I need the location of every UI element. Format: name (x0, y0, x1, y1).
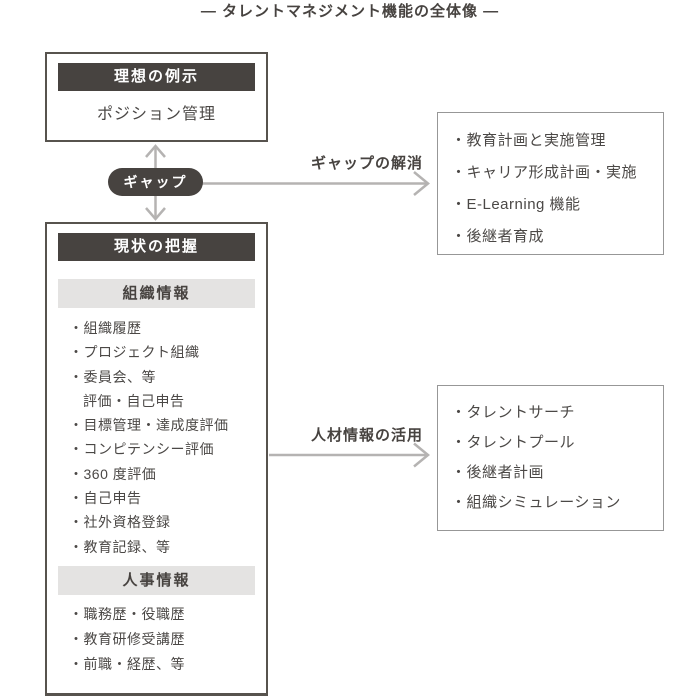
list-item: ・職務歴・役職歴 (69, 605, 185, 622)
gap-resolution-list: ・教育計画と実施管理 ・キャリア形成計画・実施 ・E-Learning 機能 ・… (438, 125, 663, 253)
list-item: ・目標管理・達成度評価 (69, 417, 229, 434)
list-item: ・社外資格登録 (69, 514, 171, 531)
list-item: ・組織履歴 (69, 320, 142, 336)
list-item: ・自己申告 (69, 490, 142, 507)
list-item: ・委員会、等 (69, 368, 156, 385)
utilization-arrow (269, 442, 430, 468)
hr-info-header: 人事情報 (58, 565, 255, 595)
list-item: ・コンピテンシー評価 (69, 441, 214, 458)
list-item: 評価・自己申告 (83, 392, 185, 409)
list-item: ・タレントプール (451, 434, 576, 451)
list-item: ・後継者計画 (451, 464, 545, 481)
list-item: ・教育記録、等 (69, 538, 171, 555)
diagram-title: — タレントマネジメント機能の全体像 — (200, 3, 500, 20)
list-item: ・プロジェクト組織 (69, 344, 200, 361)
org-info-header: 組織情報 (58, 279, 255, 308)
list-item: ・教育研修受講歴 (69, 630, 185, 647)
gap-resolution-arrow (200, 171, 430, 196)
list-item: ・前職・経歴、等 (69, 655, 185, 672)
ideal-box-item: ポジション管理 (96, 106, 216, 123)
current-state-header: 現状の把握 (58, 233, 255, 261)
utilization-arrow-label: 人材情報の活用 (310, 427, 423, 444)
list-item: ・後継者育成 (451, 228, 545, 245)
list-item: ・360 度評価 (69, 465, 157, 482)
utilization-list: ・タレントサーチ ・タレントプール ・後継者計画 ・組織シミュレーション (438, 398, 663, 518)
list-item: ・組織シミュレーション (451, 494, 621, 511)
ideal-box: 理想の例示 ポジション管理 (45, 52, 268, 142)
ideal-box-header: 理想の例示 (58, 63, 255, 91)
list-item: ・タレントサーチ (451, 404, 576, 421)
current-state-box: 現状の把握 組織情報 ・組織履歴 ・プロジェクト組織 ・委員会、等 評価・自己申… (45, 222, 268, 696)
org-info-list: ・組織履歴 ・プロジェクト組織 ・委員会、等 評価・自己申告 ・目標管理・達成度… (47, 316, 266, 559)
list-item: ・教育計画と実施管理 (451, 132, 607, 149)
gap-resolution-arrow-label: ギャップの解消 (310, 155, 423, 172)
gap-resolution-box: ・教育計画と実施管理 ・キャリア形成計画・実施 ・E-Learning 機能 ・… (437, 112, 664, 255)
list-item: ・キャリア形成計画・実施 (451, 164, 638, 181)
utilization-box: ・タレントサーチ ・タレントプール ・後継者計画 ・組織シミュレーション (437, 385, 664, 531)
gap-pill: ギャップ (108, 168, 203, 196)
list-item: ・E-Learning 機能 (451, 196, 581, 213)
hr-info-list: ・職務歴・役職歴 ・教育研修受講歴 ・前職・経歴、等 (47, 602, 266, 677)
